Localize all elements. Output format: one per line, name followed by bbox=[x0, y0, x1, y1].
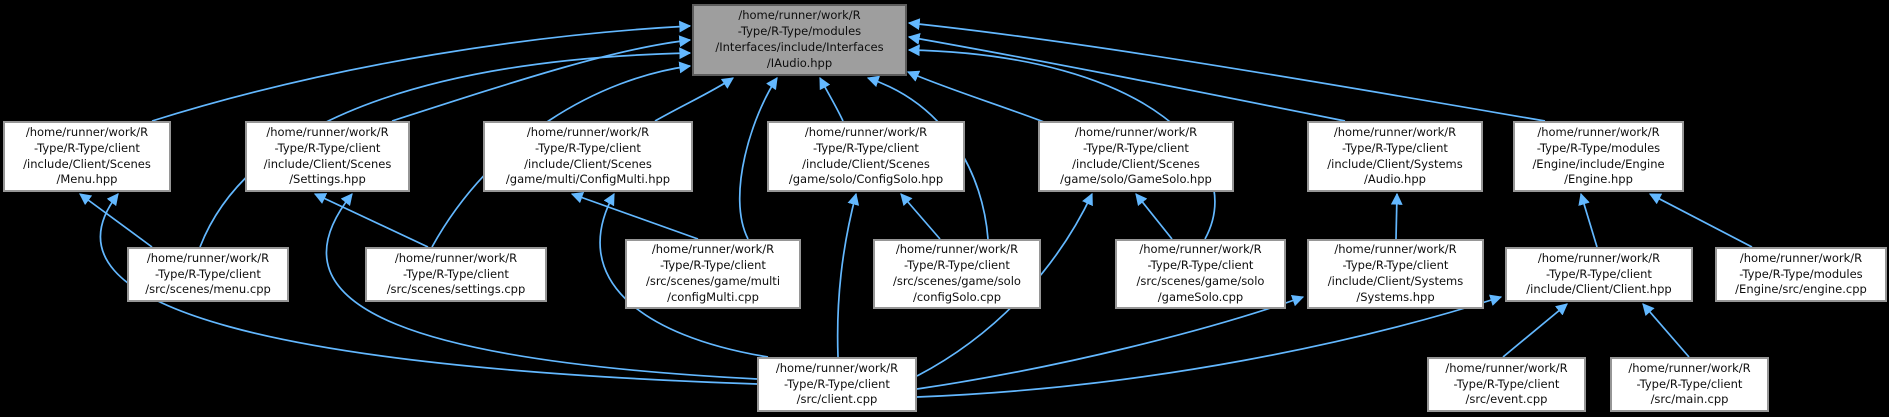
node-main-cpp[interactable]: /home/runner/work/R -Type/R-Type/client … bbox=[1610, 357, 1769, 412]
edge-gamesolo-hpp-to-iaudio-hpp bbox=[906, 70, 1053, 126]
edge-settings-cpp-to-iaudio-hpp bbox=[431, 61, 692, 248]
edge-main-cpp-to-client-hpp bbox=[1642, 303, 1690, 358]
node-configmulti-hpp[interactable]: /home/runner/work/R -Type/R-Type/client … bbox=[483, 121, 693, 192]
edge-gamesolo-cpp-to-iaudio-hpp bbox=[907, 44, 1216, 240]
node-event-cpp[interactable]: /home/runner/work/R -Type/R-Type/client … bbox=[1427, 357, 1586, 412]
node-iaudio-hpp[interactable]: /home/runner/work/R -Type/R-Type/modules… bbox=[692, 4, 907, 76]
edge-systems-hpp-to-audio-hpp bbox=[1390, 192, 1403, 240]
node-gamesolo-hpp[interactable]: /home/runner/work/R -Type/R-Type/client … bbox=[1038, 121, 1234, 192]
node-configsolo-hpp[interactable]: /home/runner/work/R -Type/R-Type/client … bbox=[767, 121, 965, 192]
node-menu-cpp[interactable]: /home/runner/work/R -Type/R-Type/client … bbox=[127, 247, 289, 302]
node-client-hpp[interactable]: /home/runner/work/R -Type/R-Type/client … bbox=[1505, 247, 1693, 302]
edge-gamesolo-cpp-to-gamesolo-hpp bbox=[1135, 193, 1173, 240]
node-engine-hpp[interactable]: /home/runner/work/R -Type/R-Type/modules… bbox=[1513, 121, 1684, 192]
edge-menu-cpp-to-menu-hpp bbox=[79, 193, 153, 248]
edge-configmulti-hpp-to-iaudio-hpp bbox=[654, 77, 734, 122]
edge-client-cpp-to-systems-hpp bbox=[916, 294, 1305, 390]
edge-settings-hpp-to-iaudio-hpp bbox=[391, 35, 692, 122]
edge-client-cpp-to-settings-hpp bbox=[325, 193, 758, 380]
node-configsolo-cpp[interactable]: /home/runner/work/R -Type/R-Type/client … bbox=[873, 239, 1041, 309]
edge-configmulti-cpp-to-configmulti-hpp bbox=[570, 191, 699, 240]
edge-engine-cpp-to-engine-hpp bbox=[1648, 193, 1753, 248]
node-audio-hpp[interactable]: /home/runner/work/R -Type/R-Type/client … bbox=[1307, 121, 1483, 192]
edge-menu-cpp-to-iaudio-hpp bbox=[199, 47, 692, 248]
edge-engine-hpp-to-iaudio-hpp bbox=[907, 18, 1546, 122]
edge-configsolo-cpp-to-configsolo-hpp bbox=[900, 193, 941, 240]
edge-configmulti-cpp-to-iaudio-hpp bbox=[738, 77, 778, 240]
edge-menu-hpp-to-iaudio-hpp bbox=[151, 20, 692, 122]
edge-client-cpp-to-configsolo-hpp bbox=[836, 192, 860, 358]
edge-audio-hpp-to-iaudio-hpp bbox=[907, 32, 1346, 122]
node-gamesolo-cpp[interactable]: /home/runner/work/R -Type/R-Type/client … bbox=[1115, 239, 1286, 309]
edge-client-hpp-to-engine-hpp bbox=[1578, 192, 1598, 248]
node-systems-hpp[interactable]: /home/runner/work/R -Type/R-Type/client … bbox=[1307, 239, 1484, 309]
node-configmulti-cpp[interactable]: /home/runner/work/R -Type/R-Type/client … bbox=[625, 239, 801, 309]
node-engine-cpp[interactable]: /home/runner/work/R -Type/R-Type/modules… bbox=[1715, 247, 1887, 302]
node-menu-hpp[interactable]: /home/runner/work/R -Type/R-Type/client … bbox=[3, 121, 171, 192]
edge-settings-cpp-to-settings-hpp bbox=[313, 193, 429, 248]
node-client-cpp[interactable]: /home/runner/work/R -Type/R-Type/client … bbox=[757, 357, 917, 412]
node-settings-cpp[interactable]: /home/runner/work/R -Type/R-Type/client … bbox=[365, 247, 547, 302]
node-settings-hpp[interactable]: /home/runner/work/R -Type/R-Type/client … bbox=[245, 121, 410, 192]
edge-event-cpp-to-client-hpp bbox=[1502, 303, 1568, 358]
edge-client-cpp-to-menu-hpp bbox=[99, 193, 758, 385]
edge-client-cpp-to-client-hpp bbox=[916, 294, 1503, 398]
edge-configsolo-hpp-to-iaudio-hpp bbox=[819, 76, 844, 122]
